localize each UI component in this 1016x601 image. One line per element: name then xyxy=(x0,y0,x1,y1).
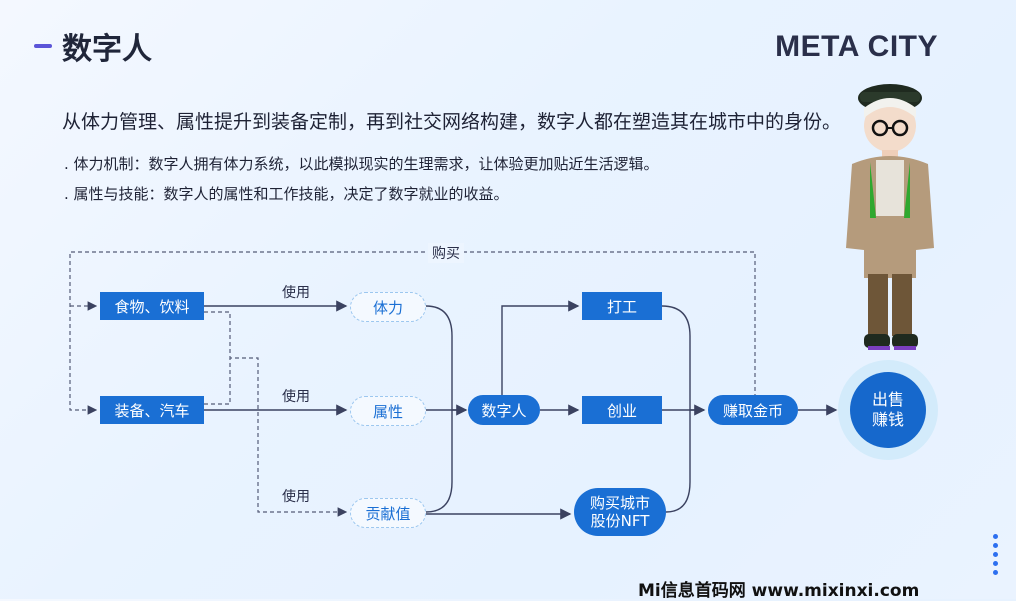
merge-stamina xyxy=(425,305,468,416)
intro-text: 从体力管理、属性提升到装备定制，再到社交网络构建，数字人都在塑造其在城市中的身份… xyxy=(62,111,842,133)
node-contribution: 贡献值 xyxy=(350,498,426,528)
bullet-attributes: . 属性与技能：数字人的属性和工作技能，决定了数字就业的收益。 xyxy=(64,185,509,203)
brand-logo-text: META CITY xyxy=(775,30,938,63)
buy-label: 购买 xyxy=(428,243,464,263)
use-label-1: 使用 xyxy=(282,285,310,301)
node-sell-earn: 出售 赚钱 xyxy=(850,372,926,448)
node-digital-human: 数字人 xyxy=(468,395,540,425)
use-label-3: 使用 xyxy=(282,489,310,505)
node-buy-city-nft: 购买城市 股份NFT xyxy=(574,488,666,536)
node-startup: 创业 xyxy=(582,396,662,424)
node-earn-coins: 赚取金币 xyxy=(708,395,798,425)
page-title: 数字人 xyxy=(62,32,152,67)
decorative-dots xyxy=(993,534,1003,579)
nft-line-1: 购买城市 xyxy=(589,494,650,512)
node-work: 打工 xyxy=(582,292,662,320)
watermark-footer: Mi信息首码网 www.mixinxi.com xyxy=(638,581,920,601)
title-accent-bar xyxy=(34,44,52,48)
node-equipment-car: 装备、汽车 xyxy=(100,396,204,424)
node-attributes: 属性 xyxy=(350,396,426,426)
purchase-loop-line xyxy=(69,251,756,415)
bullet-stamina: . 体力机制：数字人拥有体力系统，以此模拟现实的生理需求，让体验更加贴近生活逻辑… xyxy=(64,155,659,173)
merge-nft xyxy=(665,410,691,513)
use-label-2: 使用 xyxy=(282,389,310,405)
arrow-to-work xyxy=(501,300,580,395)
merge-contrib xyxy=(425,410,453,513)
node-stamina: 体力 xyxy=(350,292,426,322)
node-food-drink: 食物、饮料 xyxy=(100,292,204,320)
nft-line-2: 股份NFT xyxy=(590,512,650,530)
digital-human-avatar-illustration xyxy=(846,84,934,350)
dashed-food-contrib xyxy=(204,311,348,517)
sell-line-1: 出售 xyxy=(871,390,904,409)
sell-line-2: 赚钱 xyxy=(871,410,904,429)
dashed-equip-branch xyxy=(204,358,231,405)
merge-work xyxy=(661,305,706,416)
